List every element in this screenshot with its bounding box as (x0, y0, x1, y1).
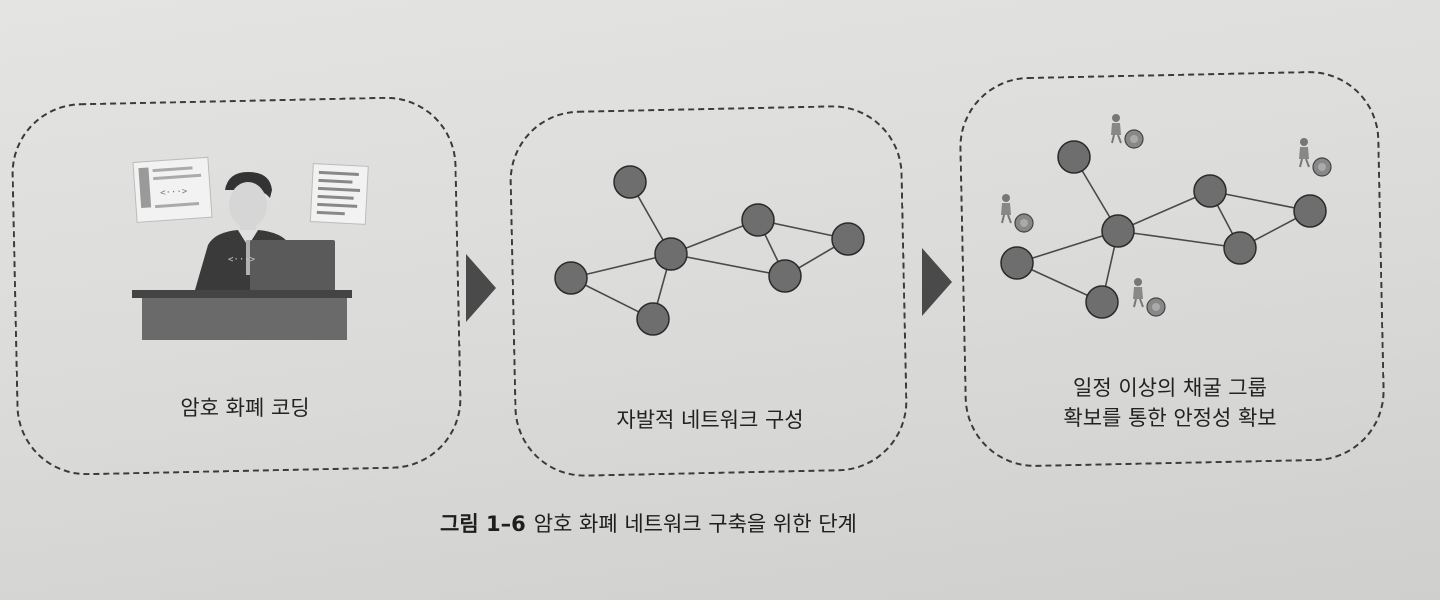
network-node-icon (1101, 214, 1135, 248)
network-node-icon (1057, 140, 1091, 174)
network-node-icon (741, 203, 775, 237)
step-3-caption-line-2: 확보를 통한 안정성 확보 (1063, 406, 1277, 430)
network-node-icon (1223, 231, 1257, 265)
network-node-icon (554, 261, 588, 295)
step-2-caption: 자발적 네트워크 구성 (616, 408, 804, 432)
svg-text:<···>: <···> (160, 187, 188, 199)
code-document-left-icon: <···> (132, 156, 213, 223)
network-node-icon (1085, 285, 1119, 319)
figure-number: 그림 1–6 (440, 512, 526, 536)
figure-caption: 그림 1–6 암호 화폐 네트워크 구축을 위한 단계 (440, 508, 1000, 538)
network-node-icon (1193, 174, 1227, 208)
miner-with-coin-icon (1133, 278, 1166, 317)
step-3-caption-line-1: 일정 이상의 채굴 그룹 (1073, 376, 1267, 400)
miner-with-coin-icon (1111, 114, 1144, 149)
triangle-arrow-icon (466, 254, 496, 322)
network-node-icon (831, 222, 865, 256)
network-node-icon (768, 259, 802, 293)
network-graph-with-miners (1000, 114, 1332, 319)
miner-with-coin-icon (1299, 138, 1332, 177)
svg-text:<···>: <···> (228, 255, 256, 265)
code-document-right-icon (309, 163, 369, 225)
step-1-caption: 암호 화폐 코딩 (180, 396, 310, 420)
network-node-icon (654, 237, 688, 271)
miner-with-coin-icon (1001, 194, 1034, 233)
figure-title: 암호 화폐 네트워크 구축을 위한 단계 (533, 512, 857, 536)
network-node-icon (1000, 246, 1034, 280)
network-node-icon (613, 165, 647, 199)
step-3-caption: 일정 이상의 채굴 그룹 확보를 통한 안정성 확보 (1020, 373, 1320, 433)
network-graph (554, 165, 865, 336)
network-node-icon (1293, 194, 1327, 228)
programmer-at-desk-icon: <···> <···> (132, 156, 369, 340)
triangle-arrow-icon (922, 248, 952, 316)
network-node-icon (636, 302, 670, 336)
